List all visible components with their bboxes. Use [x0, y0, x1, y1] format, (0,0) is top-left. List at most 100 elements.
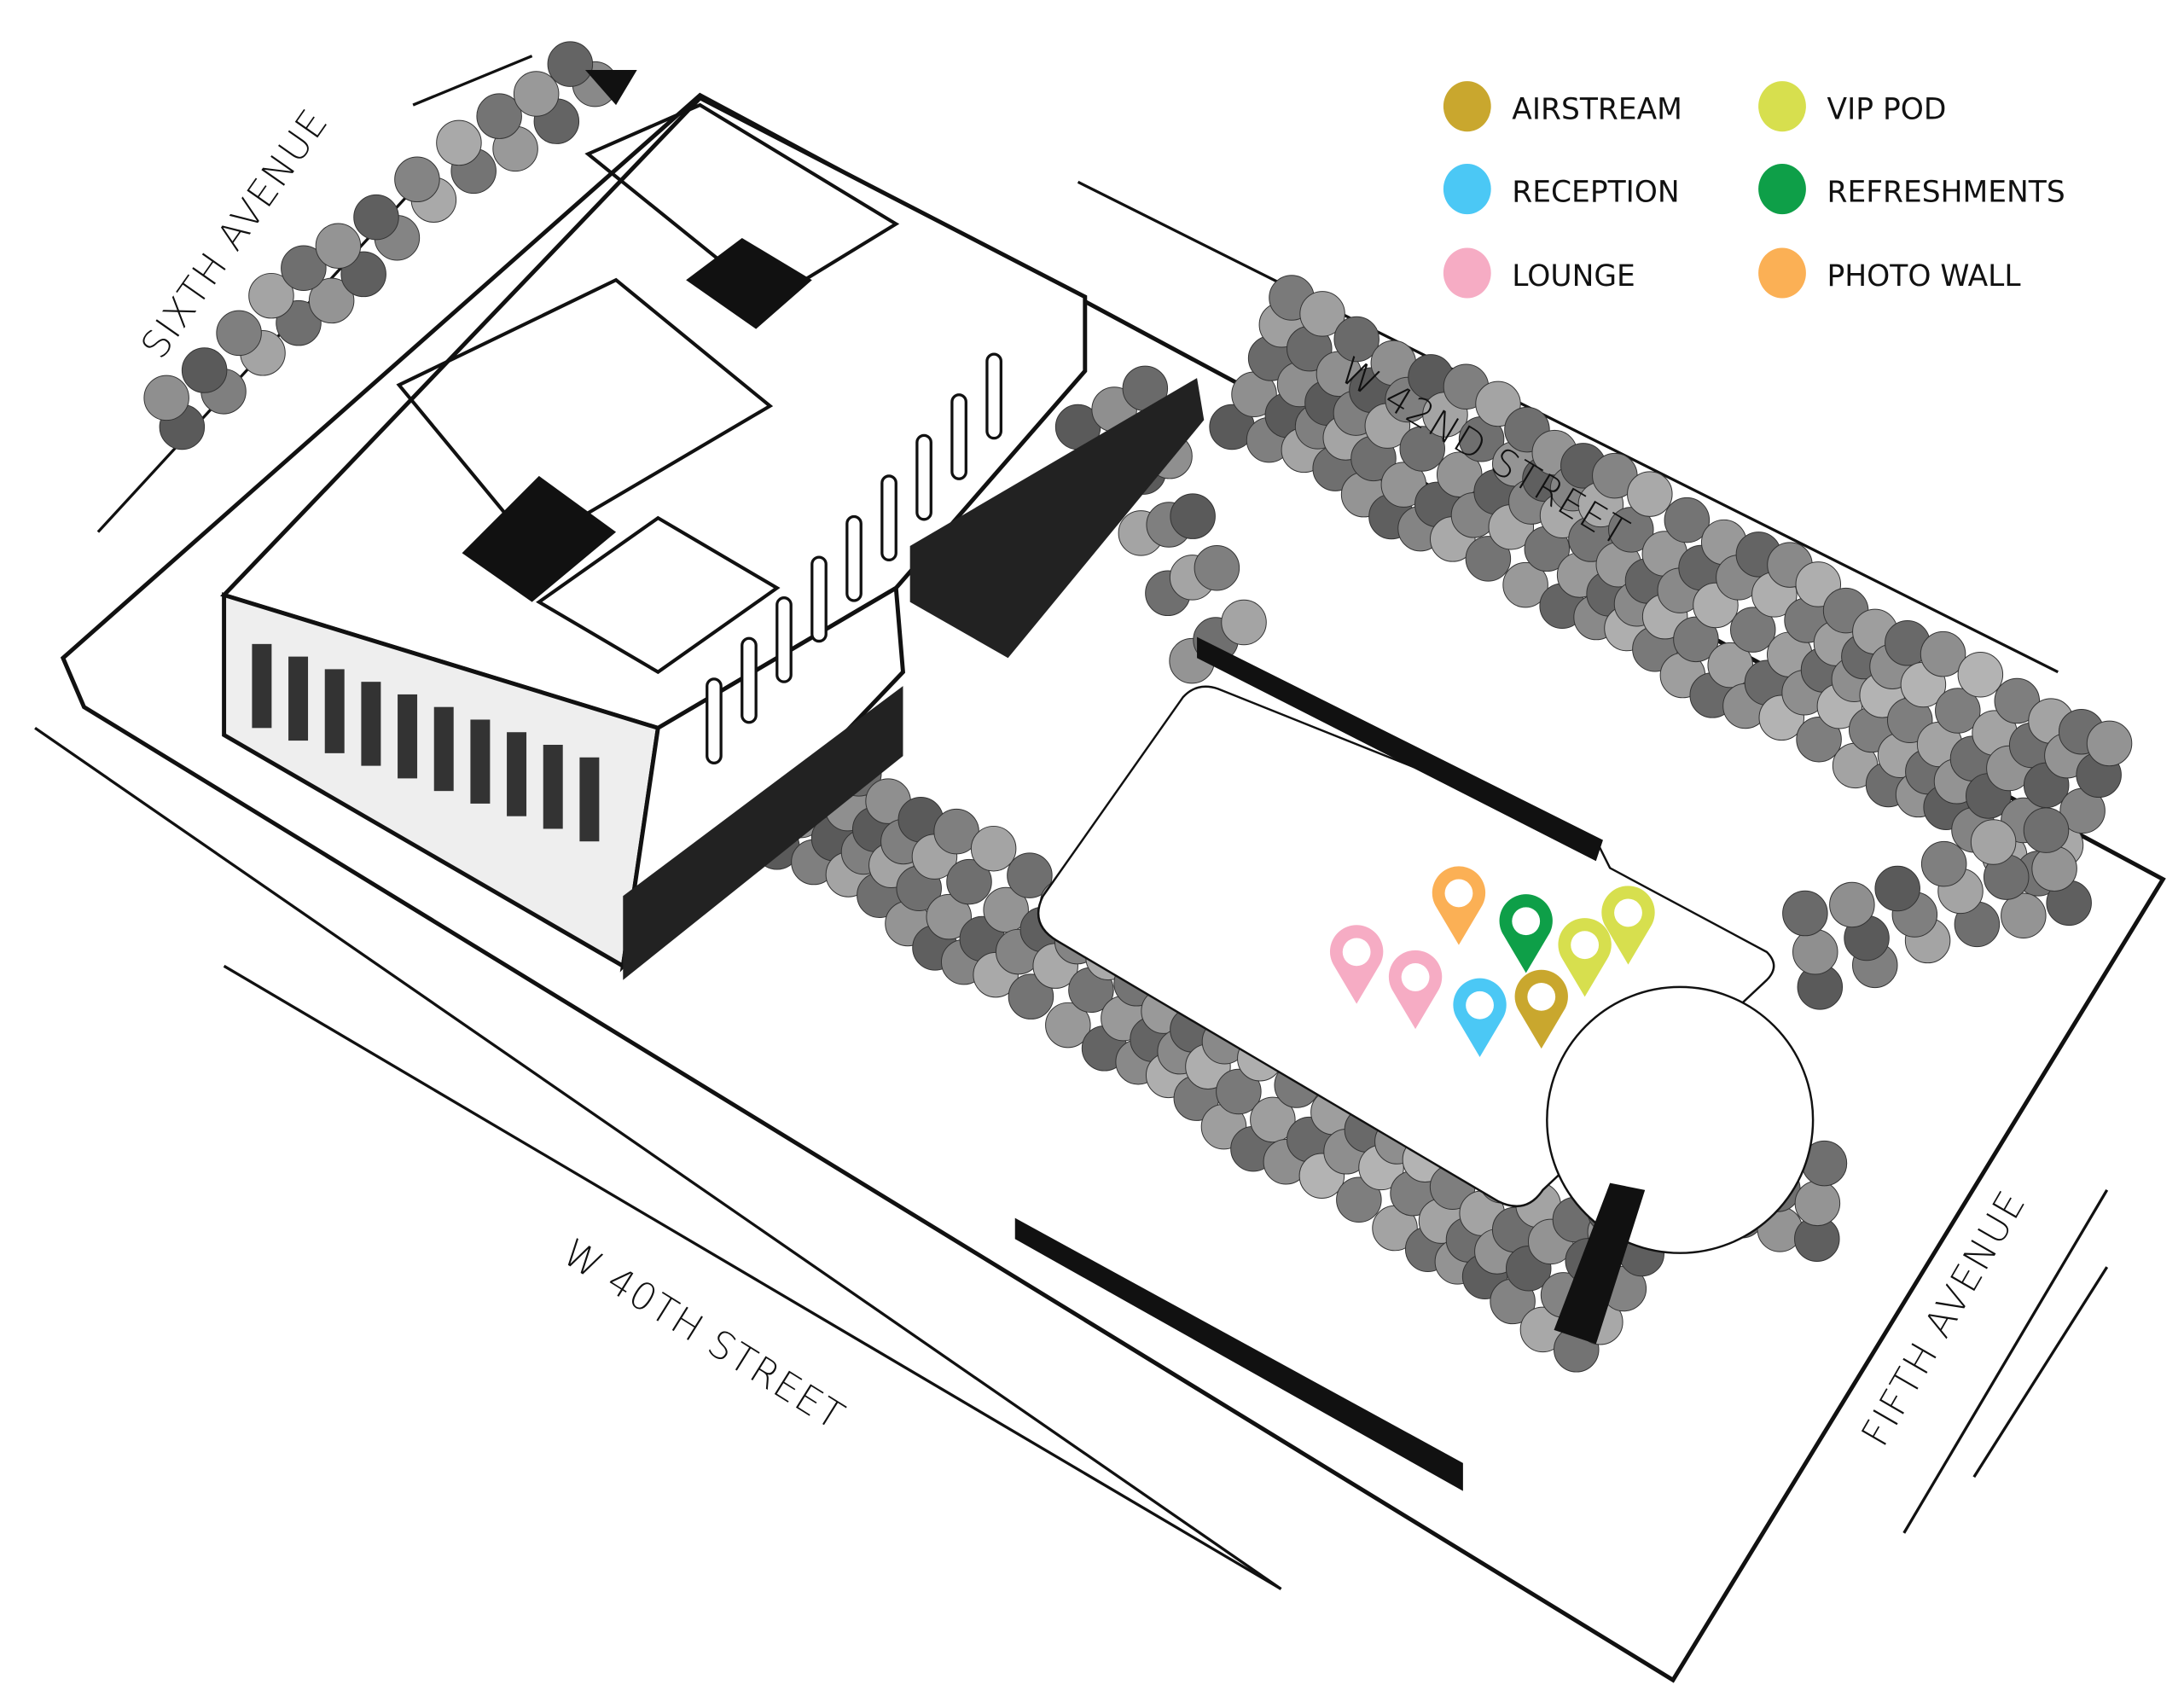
tree — [2023, 807, 2070, 853]
tree — [394, 156, 440, 203]
tree — [1250, 1096, 1296, 1143]
tree — [436, 119, 482, 166]
tree — [216, 310, 262, 357]
tree — [1399, 426, 1445, 472]
pin-reception[interactable] — [1453, 978, 1507, 1057]
arch-window — [985, 352, 1002, 440]
tree — [970, 825, 1017, 872]
legend-item-airstream[interactable]: AIRSTREAM — [1443, 81, 1682, 132]
tree — [1336, 1176, 1382, 1223]
tree — [946, 858, 992, 905]
arch-window — [915, 433, 932, 521]
facade-window — [398, 694, 418, 779]
pin-vip-pod[interactable] — [1558, 918, 1612, 997]
facade-window — [324, 669, 345, 753]
tree — [1796, 716, 1842, 763]
legend-dot — [1443, 247, 1491, 299]
arch-window — [706, 677, 723, 764]
legend-dot — [1758, 247, 1806, 299]
tree — [1935, 688, 1981, 734]
tree — [2031, 845, 2077, 892]
arch-window — [880, 474, 897, 562]
arch-window — [810, 555, 828, 643]
library-building — [220, 70, 1205, 980]
facade-window — [288, 656, 309, 741]
tree — [1608, 507, 1654, 553]
tree — [1333, 316, 1380, 363]
facade-window — [361, 682, 381, 766]
facade-window — [433, 706, 454, 792]
tree — [281, 245, 327, 291]
tree — [1045, 1002, 1091, 1049]
tree — [1829, 881, 1875, 928]
pin-airstream[interactable] — [1514, 969, 1568, 1049]
legend-dot — [1443, 81, 1491, 132]
tree — [1792, 929, 1838, 975]
tree — [1920, 630, 1966, 677]
legend-dot — [1443, 163, 1491, 215]
tree — [1782, 890, 1828, 937]
tree — [1007, 852, 1053, 898]
tree — [1475, 381, 1521, 427]
legend: AIRSTREAM RECEPTION LOUNGE VIP POD REFRE… — [1443, 81, 2065, 299]
tree — [1194, 544, 1240, 591]
tree — [983, 886, 1029, 933]
legend-label: PHOTO WALL — [1827, 259, 2022, 293]
legend-item-photo-wall[interactable]: PHOTO WALL — [1758, 247, 2022, 299]
tree — [2001, 892, 2047, 939]
tree — [308, 277, 355, 324]
tree — [143, 375, 189, 421]
legend-item-vip-pod[interactable]: VIP POD — [1758, 81, 1947, 132]
tree — [1874, 865, 1920, 912]
park-block — [60, 92, 2166, 1683]
tree — [1994, 677, 2041, 724]
legend-label: REFRESHMENTS — [1827, 175, 2065, 209]
tree — [547, 41, 594, 87]
facade-window — [579, 757, 600, 842]
tree — [1465, 536, 1512, 582]
hedges — [1014, 636, 1646, 1491]
tree — [2086, 720, 2133, 767]
arch-window — [775, 596, 793, 683]
pin-vip-pod[interactable] — [1601, 886, 1655, 965]
tree — [1673, 616, 1719, 663]
legend-item-refreshments[interactable]: REFRESHMENTS — [1758, 163, 2065, 215]
arch-window — [845, 514, 863, 602]
legend-dot — [1758, 81, 1806, 132]
pin-refreshments[interactable] — [1499, 894, 1553, 973]
legend-item-lounge[interactable]: LOUNGE — [1443, 247, 1635, 299]
tree — [1920, 840, 1967, 887]
lawn-circle — [1546, 985, 1815, 1254]
facade-window — [507, 732, 527, 816]
legend-item-reception[interactable]: RECEPTION — [1443, 163, 1680, 215]
tree — [476, 93, 522, 139]
tree — [181, 347, 228, 393]
tree — [1170, 493, 1216, 539]
tree — [1299, 291, 1345, 337]
pin-lounge[interactable] — [1329, 925, 1384, 1004]
tree — [315, 223, 362, 269]
tree — [248, 272, 294, 319]
facade-window — [252, 643, 272, 729]
tree — [1794, 1180, 1841, 1227]
tree — [1729, 607, 1776, 653]
tree — [353, 194, 399, 241]
legend-dot — [1758, 163, 1806, 215]
tree — [1008, 973, 1054, 1020]
facade-arches — [252, 352, 1002, 842]
legend-label: AIRSTREAM — [1512, 92, 1682, 126]
legend-label: LOUNGE — [1512, 259, 1635, 293]
legend-label: VIP POD — [1827, 92, 1947, 126]
tree — [1627, 471, 1673, 517]
pin-lounge[interactable] — [1388, 950, 1443, 1030]
tree — [513, 71, 560, 117]
tree — [1221, 599, 1267, 646]
tree — [1502, 561, 1548, 608]
arch-window — [741, 636, 758, 724]
trees — [143, 41, 2133, 1373]
facade-window — [470, 719, 491, 804]
tree — [1216, 1068, 1262, 1115]
pin-photo-wall[interactable] — [1432, 866, 1486, 945]
arch-window — [950, 393, 967, 480]
